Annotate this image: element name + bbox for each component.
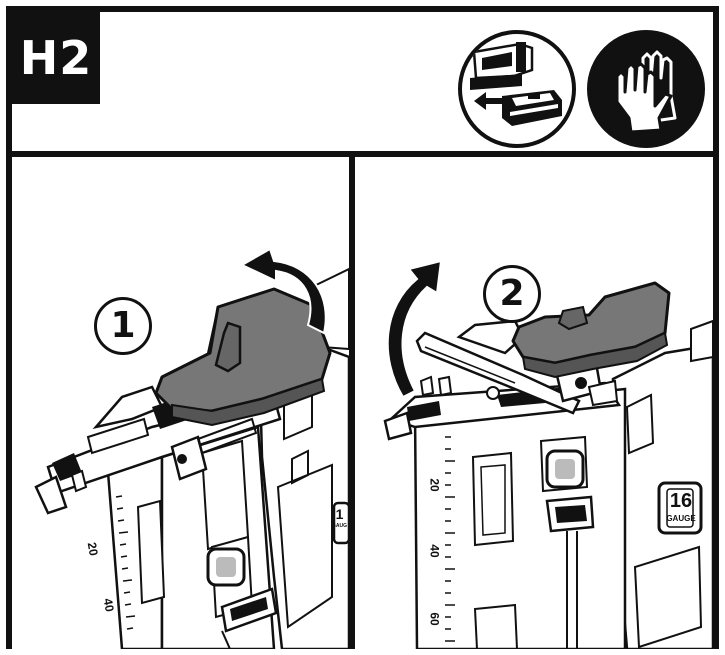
instruction-frame: H2: [6, 6, 719, 649]
step-1-number: 1: [94, 297, 152, 355]
step-1-illustration: [34, 247, 349, 649]
step-2-scale-label-60: 60: [427, 612, 442, 626]
step-1-gauge-text: GAUGE: [332, 523, 347, 529]
step-2-illustration: [383, 259, 713, 649]
step-1-gauge-number: 1: [335, 506, 344, 522]
step-2-scale-label-20: 20: [427, 478, 442, 492]
step-2-gauge-badge: 16 GAUGE: [660, 484, 702, 534]
step-1-scale-label-20: 20: [84, 541, 101, 557]
step-2-gauge-number: 16: [669, 490, 693, 512]
step-1-gauge-badge: 1 GAUGE: [332, 506, 347, 530]
step-1-panel: 1: [12, 157, 349, 649]
step-2-scale-label-40: 40: [427, 544, 442, 558]
step-2-number: 2: [483, 265, 541, 323]
panel-divider: [349, 157, 355, 649]
step-code-badge: H2: [12, 12, 100, 104]
step-2-panel: 2: [355, 157, 713, 649]
header-bar: H2: [12, 12, 713, 157]
step-2-gauge-text: GAUGE: [666, 514, 696, 523]
wear-gloves-icon: [587, 30, 705, 148]
remove-battery-icon: [458, 30, 576, 148]
step-1-scale-label-40: 40: [100, 597, 117, 613]
